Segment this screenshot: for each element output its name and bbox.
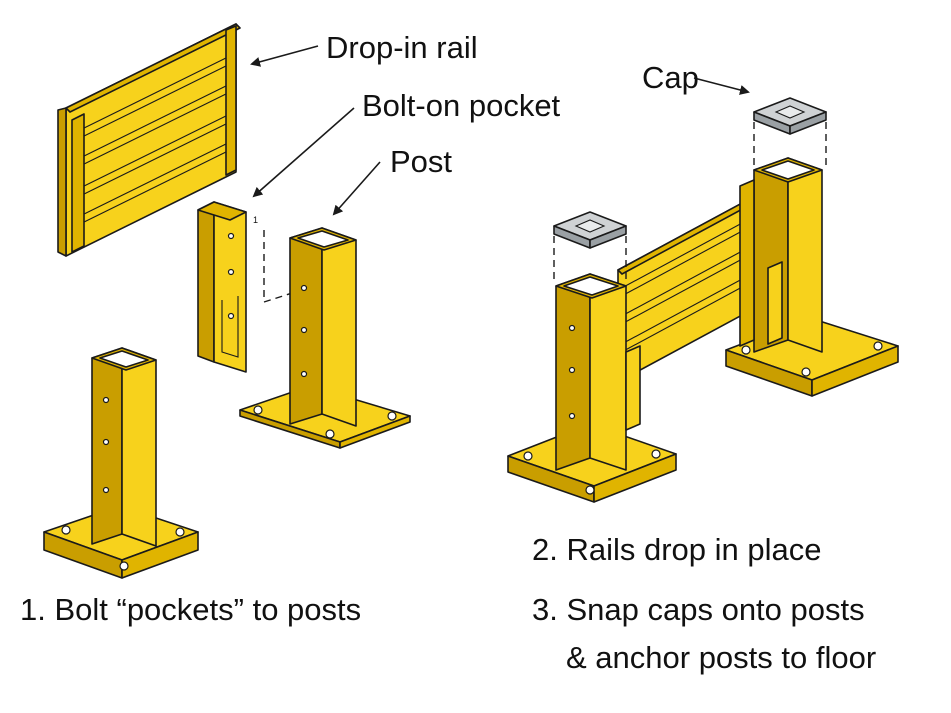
bolt-on-pocket-label: Bolt-on pocket — [362, 88, 561, 123]
post-label: Post — [390, 144, 452, 179]
front-post-illustration — [43, 347, 199, 579]
drop-in-rail-leader — [250, 45, 319, 67]
post-leader — [332, 161, 381, 216]
assembled-guardrail-illustration — [507, 157, 899, 503]
step-2-caption: 2. Rails drop in place — [532, 532, 822, 567]
cap-leader — [693, 77, 750, 95]
step-3-caption-line-2: & anchor posts to floor — [566, 640, 876, 675]
cap-back-illustration — [753, 97, 827, 168]
bolt-on-pocket-illustration — [197, 201, 247, 373]
step-3-caption-line-1: 3. Snap caps onto posts — [532, 592, 865, 627]
bolt-marker-label: 1 — [253, 215, 258, 225]
bolt-on-pocket-leader — [252, 107, 355, 198]
drop-in-rail-label: Drop-in rail — [326, 30, 478, 65]
cap-front-illustration — [553, 211, 627, 284]
cap-label: Cap — [642, 60, 699, 95]
post-illustration — [239, 227, 411, 449]
step-1-caption: 1. Bolt “pockets” to posts — [20, 592, 361, 627]
drop-in-rail-illustration — [57, 23, 241, 257]
